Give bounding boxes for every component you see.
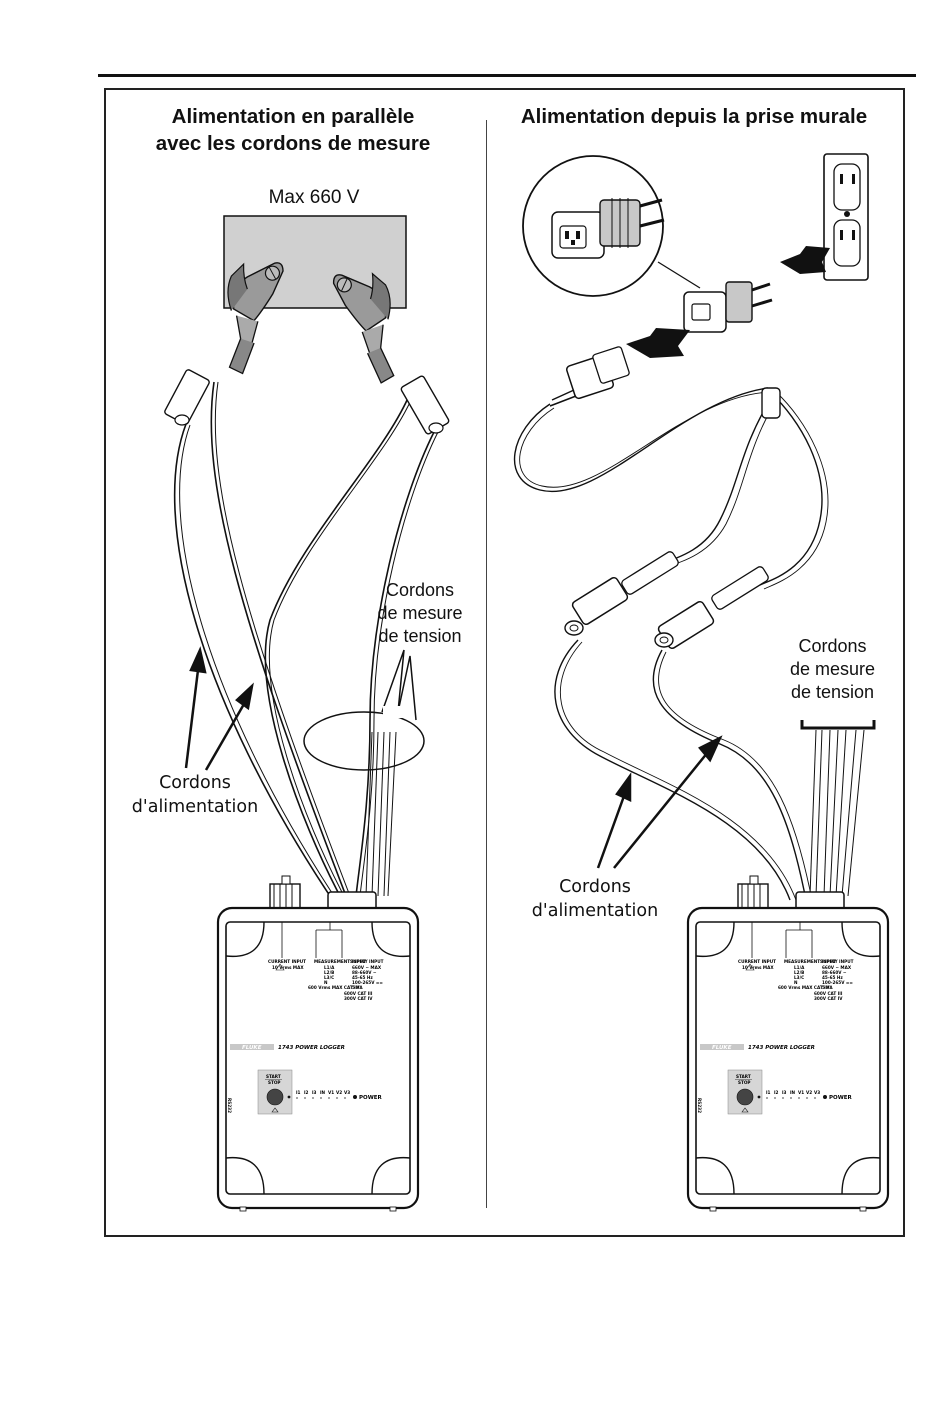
current-input-rating: 10 Vrms MAX [742,965,774,970]
left-title-line2: avec les cordons de mesure [155,132,431,155]
cat-line-1: 600V CAT III [344,991,373,996]
led-label-3: I3 [782,1090,787,1095]
cat-line-2: 300V CAT IV [814,996,843,1001]
led-label-4: IN [320,1090,326,1095]
start-label: START [736,1074,751,1079]
left-title-line1: Alimentation en parallèle [171,105,415,128]
power-cords-right [513,387,829,901]
current-input-rating: 10 Vrms MAX [272,965,304,970]
measurement-line-2: L2/B [324,970,334,975]
measurement-line-4: N [794,980,798,985]
led-label-1: I1 [296,1090,301,1095]
left-voltage-leads-line1: Cordons [385,580,455,600]
stop-label: STOP [738,1080,751,1085]
led-label-2: I2 [304,1090,309,1095]
power-leads-left [173,381,439,897]
measurement-line-2: L2/B [794,970,804,975]
measurement-input-label: MEASUREMENT INPUT [314,959,366,964]
right-voltage-leads-line3: de tension [790,682,875,702]
right-power-leads-line1: Cordons [559,877,631,897]
power-logger-right: CURRENT INPUT 10 Vrms MAX MEASUREMENT IN… [686,906,890,1212]
supply-line-3: 45-65 Hz [822,975,843,980]
current-input-label: CURRENT INPUT [268,959,306,964]
led-label-7: V3 [344,1090,350,1095]
panel-divider [486,120,487,1208]
right-power-leads-line2: d'alimentation [531,901,659,921]
cat-line-2: 300V CAT IV [344,996,373,1001]
current-input-label: CURRENT INPUT [738,959,776,964]
power-lead-arrows-right [596,735,723,869]
measurement-line-5: 600 Vrms MAX CAT III [308,985,359,990]
ferrite-bead [761,387,781,419]
power-lead-arrows-left [184,646,254,771]
measurement-input-label: MEASUREMENT INPUT [784,959,836,964]
adapter-plug [683,281,773,333]
measurement-line-3: L3/C [324,975,334,980]
supply-input-label: SUPPLY INPUT [350,959,384,964]
supply-line-3: 45-65 Hz [352,975,373,980]
right-voltage-leads-line2: de mesure [789,659,876,679]
supply-line-5: 5 VA [352,985,363,990]
rs232-label: RS232 [697,1098,702,1113]
supply-line-4: 100-265V == [822,980,853,985]
cat-line-1: 600V CAT III [814,991,843,996]
right-banana-plugs [564,551,769,650]
figure-frame [104,88,905,1237]
voltage-callout-left [303,649,425,771]
power-label: POWER [359,1095,383,1101]
right-voltage-leads-line1: Cordons [798,636,867,656]
led-label-7: V3 [814,1090,820,1095]
brand-logo: FLUKE [242,1045,262,1051]
led-label-6: V2 [336,1090,342,1095]
right-title: Alimentation depuis la prise murale [520,105,868,128]
left-voltage-leads-line2: de mesure [377,603,463,623]
max-voltage-label: Max 660 V [268,187,360,208]
left-power-leads-line2: d'alimentation [131,797,259,817]
measurement-line-1: L1/A [324,965,335,970]
plug-magnifier [522,155,701,297]
top-rule [98,74,916,77]
start-label: START [266,1074,281,1079]
supply-line-4: 100-265V == [352,980,383,985]
voltage-leads-left [365,731,397,897]
left-power-leads-line1: Cordons [159,773,231,793]
supply-line-2: 88-660V ~ [822,970,847,975]
led-label-2: I2 [774,1090,779,1095]
brand-logo: FLUKE [712,1045,732,1051]
connector-hub-left [269,875,377,911]
measurement-line-1: L1/A [794,965,805,970]
model-label: 1743 POWER LOGGER [748,1045,815,1051]
left-alligator-clips [164,254,450,435]
measurement-line-5: 600 Vrms MAX CAT III [778,985,829,990]
model-label: 1743 POWER LOGGER [278,1045,345,1051]
supply-line-1: 660V ~ MAX [352,965,382,970]
led-label-1: I1 [766,1090,771,1095]
led-label-5: V1 [798,1090,804,1095]
wall-outlet [823,153,869,281]
supply-input-label: SUPPLY INPUT [820,959,854,964]
supply-line-5: 5 VA [822,985,833,990]
power-logger-left: CURRENT INPUT 10 Vrms MAX MEASUREMENT IN… [216,906,420,1212]
measurement-line-4: N [324,980,328,985]
led-label-3: I3 [312,1090,317,1095]
left-voltage-leads-line3: de tension [378,626,462,646]
rs232-label: RS232 [227,1098,232,1113]
stop-label: STOP [268,1080,281,1085]
voltage-leads-right [800,720,876,897]
supply-line-1: 660V ~ MAX [822,965,852,970]
supply-line-2: 88-660V ~ [352,970,377,975]
led-label-4: IN [790,1090,796,1095]
connector-hub-right [737,875,845,911]
led-label-6: V2 [806,1090,812,1095]
insert-arrows [626,246,830,358]
iec-connector [549,346,630,407]
measurement-line-3: L3/C [794,975,804,980]
led-label-5: V1 [328,1090,334,1095]
power-label: POWER [829,1095,853,1101]
